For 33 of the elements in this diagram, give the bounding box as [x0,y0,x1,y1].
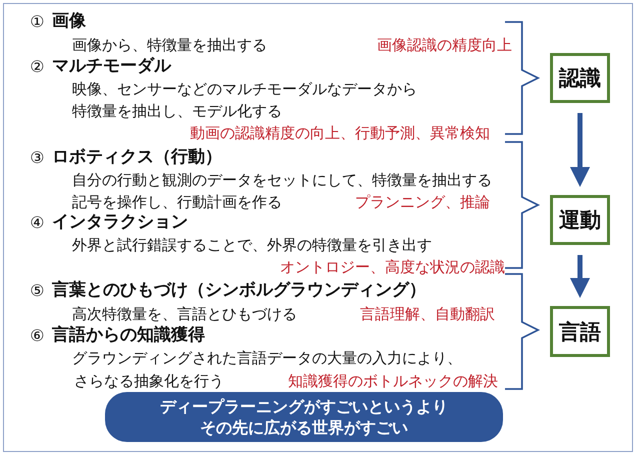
item-number: ② [30,57,44,77]
application-note: 画像認識の精度向上 [377,35,512,55]
item-description: 映像、センサーなどのマルチモーダルなデータから [72,79,417,99]
application-note: 言語理解、自動翻訳 [360,304,495,324]
item-description: 自分の行動と観測のデータをセットにして、特徴量を抽出する [72,170,492,190]
item-heading: 言語からの知識獲得 [52,325,205,345]
item-description: 高次特徴量を、言語とひもづける [72,304,297,324]
item-number: ④ [30,213,44,233]
item-heading: ロボティクス（行動） [52,147,222,167]
item-description: 外界と試行錯誤することで、外界の特徴量を引き出す [72,235,432,255]
item-description: さらなる抽象化を行う [74,371,224,391]
item-heading: インタラクション [52,212,188,232]
item-heading: マルチモーダル [52,56,171,76]
item-heading: 画像 [52,11,86,31]
application-note: 動画の認識精度の向上、行動予測、異常検知 [190,123,490,143]
application-note: プランニング、推論 [355,192,490,212]
item-number: ⑥ [30,326,44,346]
item-number: ⑤ [30,281,44,301]
item-description: グラウンディングされた言語データの大量の入力により、 [72,348,462,368]
application-note: オントロジー、高度な状況の認識 [280,257,505,277]
conclusion-banner: ディープラーニングがすごいというよりその先に広がる世界がすごい [105,392,503,442]
concept-box: 認識 [550,53,610,103]
item-description: 画像から、特徴量を抽出する [72,35,267,55]
item-heading: 言葉とのひもづけ（シンボルグラウンディング） [52,280,426,300]
item-number: ③ [30,148,44,168]
item-description: 記号を操作し、行動計画を作る [72,192,282,212]
concept-box: 運動 [550,195,610,245]
application-note: 知識獲得のボトルネックの解決 [288,371,498,391]
arrow [570,113,590,187]
item-description: 特徴量を抽出し、モデル化する [72,101,282,121]
arrow [570,255,590,298]
concept-box: 言語 [550,306,610,357]
item-number: ① [30,12,44,32]
